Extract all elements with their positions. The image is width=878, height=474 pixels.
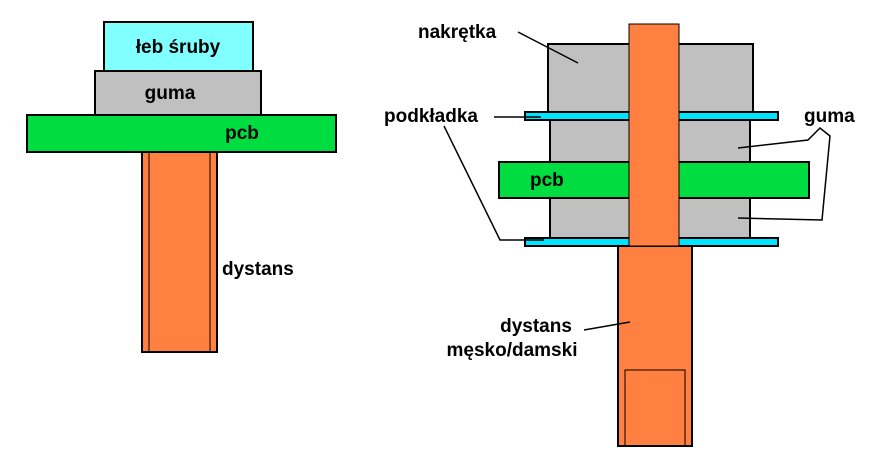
right-standoff-label-line1: dystans [500,316,572,337]
left-standoff [141,151,218,353]
left-standoff-label: dystans [222,259,294,280]
right-standoff-label-line2: męsko/damski [447,340,578,361]
nut-label: nakrętka [418,22,497,43]
left-rubber-label: guma [145,83,196,104]
rubber-leader [737,126,831,221]
right-standoff-thread [624,369,686,447]
right-rubber-label: guma [804,106,855,127]
left-pcb [26,114,337,153]
right-threaded-rod [628,23,680,247]
right-pcb-label: pcb [530,170,564,191]
screw-head-label: łeb śruby [136,37,221,58]
standoff-leader [583,321,631,331]
left-rubber [94,70,262,116]
washer-label: podkładka [384,106,478,127]
right-assembly: nakrętka podkładka guma pcb dystans męsk… [384,22,855,447]
nut-leader [517,31,579,64]
left-assembly: łeb śruby guma pcb dystans [26,21,337,353]
right-standoff [617,245,693,447]
left-screw-head [103,21,254,72]
washer-leader-bottom [443,125,544,241]
left-pcb-label: pcb [225,123,259,144]
